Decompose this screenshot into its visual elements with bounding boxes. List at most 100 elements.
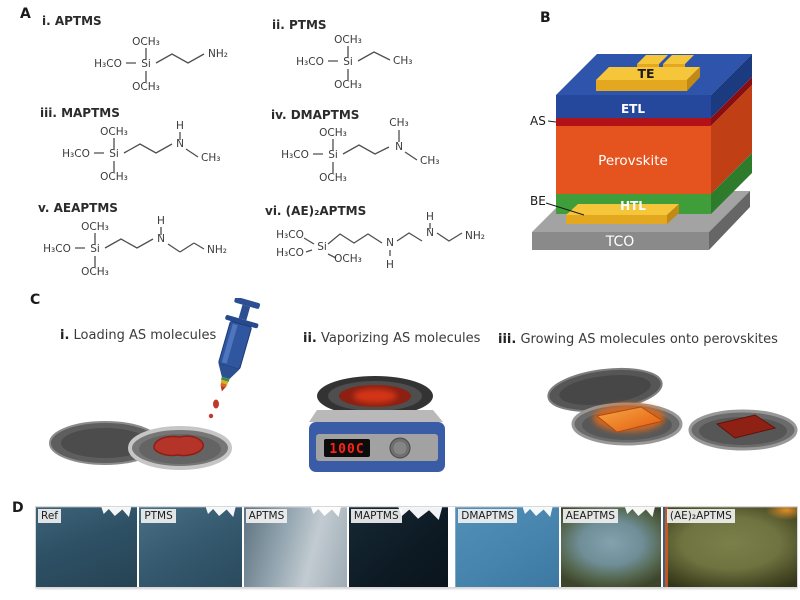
be-bar-front [566, 215, 667, 224]
te-pad-left [637, 55, 668, 64]
sample-photo-maptms: MAPTMS [348, 507, 449, 587]
perovskite-sample [715, 414, 777, 439]
molecule-label-aptms: i. APTMS [42, 14, 102, 28]
temperature-readout: 100C [329, 442, 364, 457]
sample-photo-aeaptms: AEAPTMS [560, 507, 661, 587]
sample-photo-ptms: PTMS [139, 507, 242, 587]
step1-text: Loading AS molecules [73, 328, 217, 343]
atom-h3co-top: H₃CO [276, 229, 304, 241]
atom-n1: N [386, 237, 394, 249]
as-pointer-line [547, 120, 557, 123]
atom-och3-bottom: OCH₃ [319, 172, 347, 184]
perovskite-layer [556, 126, 711, 194]
atom-n: N [157, 233, 165, 245]
panel-b-label: B [540, 10, 551, 26]
hotplate-top [309, 410, 443, 422]
atom-h3co: H₃CO [43, 243, 71, 255]
sample-label: AEAPTMS [562, 509, 619, 523]
device-stack-diagram: TE ETL AS Perovskite HTL BE TCO [522, 14, 782, 258]
atom-nh2: NH₂ [208, 48, 228, 60]
atom-och3-bottom: OCH₃ [100, 171, 128, 183]
atom-och3: OCH₃ [334, 253, 362, 265]
syringe-nozzle [218, 363, 240, 379]
atom-h2: H [426, 211, 434, 223]
atom-n: N [395, 141, 403, 153]
sample-label: MAPTMS [350, 509, 402, 523]
be-bar-side [667, 204, 679, 224]
atom-och3-top: OCH₃ [81, 221, 109, 233]
atom-h3co: H₃CO [281, 149, 309, 161]
be-pointer-line [545, 202, 585, 216]
as-label: AS [530, 114, 546, 128]
falling-drop [213, 399, 219, 409]
te-bar-side [687, 67, 700, 91]
molecule-label-maptms: iii. MAPTMS [40, 106, 120, 120]
sample-label: DMAPTMS [458, 509, 518, 523]
step3-number: iii. [498, 332, 517, 347]
growing-illustration [545, 352, 800, 478]
sample-label: PTMS [141, 509, 176, 523]
atom-n2: N [426, 227, 434, 239]
atom-och3-top: OCH₃ [100, 126, 128, 138]
etl-label: ETL [621, 102, 645, 116]
step1-caption: i. Loading AS molecules [60, 328, 216, 343]
sample-label: APTMS [245, 509, 288, 523]
be-label: BE [530, 194, 546, 208]
hotplate-illustration: 100C [303, 348, 453, 484]
molecule-label-ae2aptms: vi. (AE)₂APTMS [265, 204, 367, 218]
sample-label: (AE)₂APTMS [666, 509, 735, 523]
molecule-label-aeaptms: v. AEAPTMS [38, 201, 118, 215]
sample-photo-ae2aptms: (AE)₂APTMS [662, 507, 797, 587]
atom-si: Si [109, 148, 119, 160]
tco-front [532, 232, 709, 250]
atom-och3-bottom: OCH₃ [81, 266, 109, 278]
tco-label: TCO [605, 234, 635, 250]
atom-och3-bottom: OCH₃ [132, 81, 160, 93]
structure-ae2aptms: H₃CO H₃CO Si OCH₃ N H H N NH₂ [268, 208, 518, 280]
panel-d-label: D [12, 500, 24, 516]
structure-aeaptms: OCH₃ H₃CO Si OCH₃ H N NH₂ [33, 204, 258, 284]
atom-si: Si [343, 56, 353, 68]
structure-aptms: OCH₃ H₃CO Si OCH₃ NH₂ [84, 33, 274, 99]
glowing-perovskite-sample [595, 406, 665, 433]
atom-och3-top: OCH₃ [334, 34, 362, 46]
syringe-plunger-cap [234, 296, 261, 309]
tilted-lid [547, 367, 663, 413]
loading-illustration [30, 296, 300, 487]
atom-h1: H [386, 259, 394, 271]
step3-text: Growing AS molecules onto perovskites [520, 332, 778, 347]
atom-h3co: H₃CO [62, 148, 90, 160]
sample-photo-dmaptms: DMAPTMS [455, 507, 559, 587]
step2-caption: ii. Vaporizing AS molecules [303, 331, 480, 346]
perovskite-label: Perovskite [598, 153, 668, 169]
sample-photo-aptms: APTMS [243, 507, 347, 587]
atom-nh2: NH₂ [465, 230, 485, 242]
atom-n: N [176, 138, 184, 150]
sample-label: Ref [38, 509, 61, 523]
tco-side [709, 191, 750, 250]
structure-maptms: OCH₃ H₃CO Si OCH₃ H N CH₃ [52, 109, 267, 189]
atom-ch3: CH₃ [201, 152, 220, 164]
syringe [218, 296, 261, 392]
step3-caption: iii. Growing AS molecules onto perovskit… [498, 332, 778, 347]
etl-layer [556, 95, 711, 118]
atom-ch3-right: CH₃ [420, 155, 439, 167]
step1-number: i. [60, 328, 70, 343]
as-solution-blob [153, 435, 204, 457]
atom-ch3-top: CH₃ [389, 117, 408, 129]
syringe-flange [225, 315, 259, 329]
te-label: TE [637, 66, 654, 81]
as-layer [556, 118, 711, 126]
molecule-label-dmaptms: iv. DMAPTMS [271, 108, 360, 122]
te-pad-right [663, 55, 694, 64]
panel-c-label: C [30, 292, 41, 308]
atom-och3-top: OCH₃ [319, 127, 347, 139]
atom-si: Si [328, 149, 338, 161]
atom-nh2: NH₂ [207, 244, 227, 256]
step2-number: ii. [303, 331, 317, 346]
atom-ch3: CH₃ [393, 55, 412, 67]
te-bar-top [596, 67, 700, 80]
atom-si: Si [317, 241, 327, 253]
atom-h3co: H₃CO [296, 56, 324, 68]
